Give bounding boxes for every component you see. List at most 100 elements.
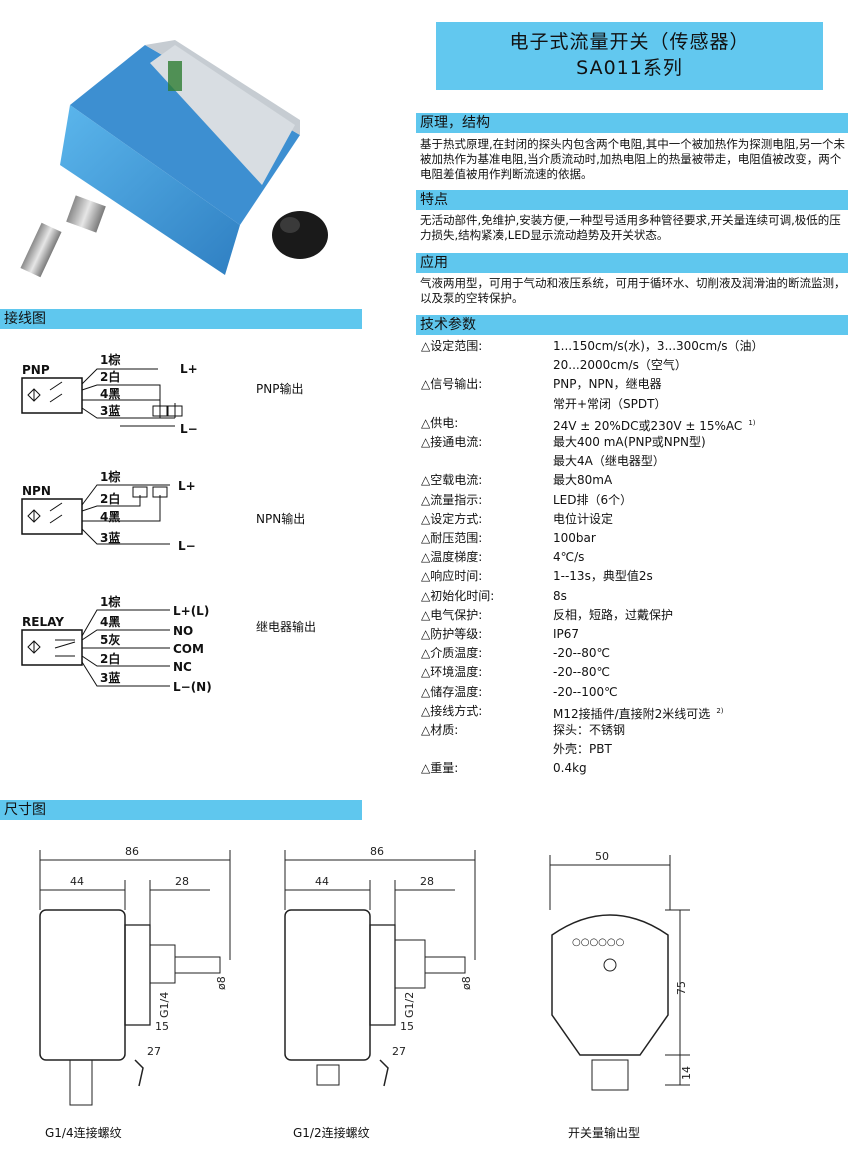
spec-label: △重量: <box>421 761 459 776</box>
spec-label: △环境温度: <box>421 665 483 680</box>
relay-wire-3: 3蓝 <box>100 670 120 685</box>
spec-value: IP67 <box>553 627 580 641</box>
spec-value: 外壳：PBT <box>553 742 612 757</box>
npn-term-minus: L− <box>178 539 196 553</box>
relay-term-com: COM <box>173 642 204 656</box>
d2-len: 15 <box>400 1020 414 1033</box>
npn-wire-3: 3蓝 <box>100 530 120 545</box>
spec-label: △设定方式: <box>421 511 483 526</box>
spec-value: -20--80℃ <box>553 646 611 661</box>
spec-value: 4℃/s <box>553 550 585 565</box>
pnp-wire-1: 1棕 <box>100 352 120 367</box>
relay-term-nc: NC <box>173 660 192 674</box>
spec-value: 最大400 mA(PNP或NPN型) <box>553 435 706 449</box>
spec-footnote: 1) <box>748 418 756 427</box>
npn-term-plus: L+ <box>178 479 196 493</box>
spec-label: △材质: <box>421 723 459 737</box>
d1-total: 86 <box>125 845 139 858</box>
relay-wiring-diagram: RELAY 1棕 4黑 5灰 2白 3蓝 L+(L) NO COM NC L−(… <box>21 594 212 694</box>
dimension-drawing-front: 50 ○○○○○○ 75 14 <box>549 850 693 1091</box>
spec-label: △电气保护: <box>421 607 483 622</box>
d1-len: 15 <box>155 1020 169 1033</box>
section-application-text: 气液两用型，可用于气动和液压系统，可用于循环水、切削液及润滑油的断流监测，以及泵… <box>420 276 846 305</box>
d3-width: 50 <box>595 850 609 863</box>
section-features-heading: 特点 <box>416 190 848 210</box>
spec-label: △流量指示: <box>421 492 483 507</box>
relay-term-no: NO <box>173 624 193 638</box>
npn-tag: NPN <box>22 484 51 498</box>
d2-caption: G1/2连接螺纹 <box>293 1126 370 1140</box>
section-wiring-heading: 接线图 <box>0 309 362 329</box>
npn-wiring-diagram: NPN 1棕 2白 4黑 3蓝 L+ L− <box>21 469 196 553</box>
spec-value: 1--13s，典型值2s <box>553 569 653 584</box>
spec-label: △温度梯度: <box>421 550 483 565</box>
spec-value: 最大80mA <box>553 473 613 488</box>
npn-output-label: NPN输出 <box>256 512 306 526</box>
spec-value: LED排（6个） <box>553 492 633 507</box>
product-photo <box>20 40 328 278</box>
spec-label: △设定范围: <box>421 339 483 353</box>
dimension-drawing-g14: 86 44 28 ø8 G1/4 15 27 <box>39 845 231 1106</box>
spec-value: 反相，短路，过戴保护 <box>553 607 674 622</box>
pnp-term-plus: L+ <box>180 362 198 376</box>
title-box: 电子式流量开关（传感器） SA011系列 <box>436 22 823 90</box>
spec-label: △信号输出: <box>421 377 483 392</box>
spec-value: 1...150cm/s(水)，3...300cm/s（油） <box>553 339 764 353</box>
spec-value: 8s <box>553 588 567 603</box>
spec-value: PNP，NPN，继电器 <box>553 377 662 392</box>
d1-body: 44 <box>70 875 84 888</box>
spec-value: 0.4kg <box>553 761 587 776</box>
npn-wire-1: 1棕 <box>100 469 120 484</box>
spec-value: 20...2000cm/s（空气） <box>553 358 687 373</box>
spec-value: 最大4A（继电器型） <box>553 454 665 469</box>
spec-footnote: 2) <box>716 706 724 715</box>
relay-wire-2: 2白 <box>100 651 120 666</box>
spec-label: △介质温度: <box>421 646 483 661</box>
relay-output-label: 继电器输出 <box>256 620 317 634</box>
spec-table: △设定范围: 1...150cm/s(水)，3...300cm/s（油） 20...… <box>421 337 851 782</box>
spec-label: △供电: <box>421 415 459 430</box>
spec-label: △耐压范围: <box>421 531 483 545</box>
pnp-term-minus: L− <box>180 422 198 436</box>
d2-wrench: 27 <box>392 1045 406 1058</box>
relay-wire-4: 4黑 <box>100 615 120 629</box>
d1-thread: G1/4 <box>158 992 171 1018</box>
spec-label: △接线方式: <box>421 703 483 718</box>
pnp-wire-2: 2白 <box>100 369 120 384</box>
npn-wire-2: 2白 <box>100 491 120 506</box>
section-specs-heading: 技术参数 <box>416 315 848 335</box>
relay-term-l: L+(L) <box>173 604 209 618</box>
page-title: 电子式流量开关（传感器） <box>509 31 750 53</box>
relay-tag: RELAY <box>22 615 64 629</box>
relay-wire-1: 1棕 <box>100 594 120 609</box>
d2-dia: ø8 <box>460 976 473 990</box>
d1-dia: ø8 <box>215 976 228 990</box>
d3-leds: ○○○○○○ <box>572 937 624 948</box>
spec-value: 探头：不锈钢 <box>553 723 626 737</box>
section-dimension-heading: 尺寸图 <box>0 800 362 820</box>
d1-wrench: 27 <box>147 1045 161 1058</box>
d3-height: 75 <box>675 981 688 995</box>
spec-value: 100bar <box>553 531 596 545</box>
spec-label: △空载电流: <box>421 473 483 488</box>
pnp-wire-4: 4黑 <box>100 387 120 401</box>
pnp-wire-3: 3蓝 <box>100 403 120 418</box>
spec-label: △接通电流: <box>421 435 483 449</box>
spec-label: △防护等级: <box>421 627 483 641</box>
d3-conn: 14 <box>680 1066 693 1080</box>
d1-fit: 28 <box>175 875 189 888</box>
spec-value: 电位计设定 <box>553 511 614 526</box>
d3-caption: 开关量输出型 <box>568 1126 641 1140</box>
spec-label: △响应时间: <box>421 569 483 584</box>
spec-label: △储存温度: <box>421 684 483 699</box>
pnp-wiring-diagram: PNP 1棕 2白 4黑 3蓝 L+ L− <box>21 352 198 436</box>
d1-caption: G1/4连接螺纹 <box>45 1126 122 1140</box>
page-subtitle: SA011系列 <box>576 57 683 79</box>
section-application-heading: 应用 <box>416 253 848 273</box>
npn-wire-4: 4黑 <box>100 510 120 524</box>
section-principle-text: 基于热式原理,在封闭的探头内包含两个电阻,其中一个被加热作为探测电阻,另一个未被… <box>420 137 845 181</box>
spec-value: -20--100℃ <box>553 684 618 699</box>
spec-value: -20--80℃ <box>553 665 611 680</box>
